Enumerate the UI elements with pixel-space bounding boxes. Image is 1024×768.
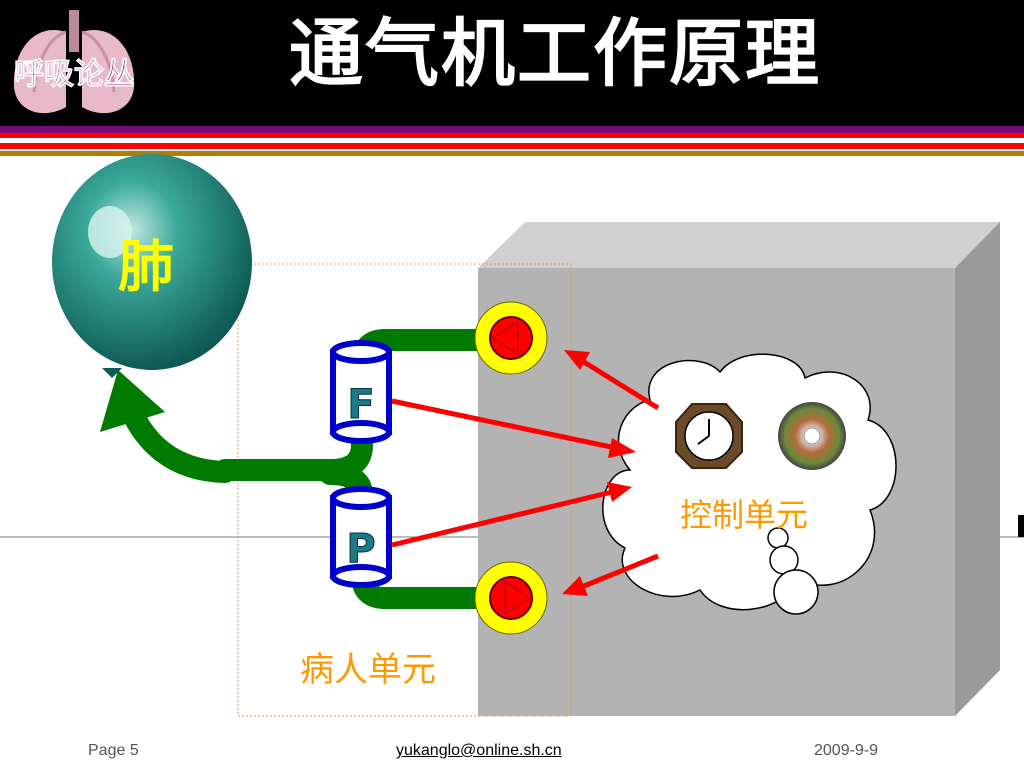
inspiratory-valve-icon — [474, 561, 548, 635]
flow-sensor: F — [330, 340, 392, 444]
stripe-red-2 — [0, 143, 1024, 149]
footer-date: 2009-9-9 — [814, 742, 879, 759]
signal-arrows — [391, 350, 660, 596]
footer-page-number: Page 5 — [88, 742, 139, 759]
breathing-circuit-tubes — [114, 329, 516, 609]
stripe-gold — [0, 151, 1024, 156]
lung-arrow-head — [100, 370, 165, 432]
stripe-purple — [0, 126, 1024, 133]
pressure-sensor: P — [330, 486, 392, 588]
patient-unit-outline — [237, 263, 572, 717]
stripe-white — [0, 138, 1024, 143]
disc-icon — [778, 402, 846, 470]
stripe-red — [0, 133, 1024, 138]
expiratory-valve-icon — [474, 301, 548, 375]
patient-unit-label: 病人单元 — [300, 650, 436, 690]
logo-text: 呼吸论丛 — [14, 57, 134, 92]
header-bar: 呼吸论丛 通气机工作原理 — [0, 0, 1024, 128]
lung-balloon-icon — [52, 154, 252, 378]
lung-label: 肺 — [118, 235, 174, 300]
lung-logo-icon: 呼吸论丛 — [4, 2, 144, 122]
footer-email-link[interactable]: yukanglo@online.sh.cn — [396, 742, 562, 759]
edge-marker — [1018, 515, 1024, 537]
control-unit-label: 控制单元 — [680, 496, 809, 534]
pressure-sensor-label: P — [346, 526, 375, 572]
flow-sensor-label: F — [347, 382, 374, 428]
clock-icon — [675, 403, 743, 469]
page-title: 通气机工作原理 — [289, 11, 821, 97]
